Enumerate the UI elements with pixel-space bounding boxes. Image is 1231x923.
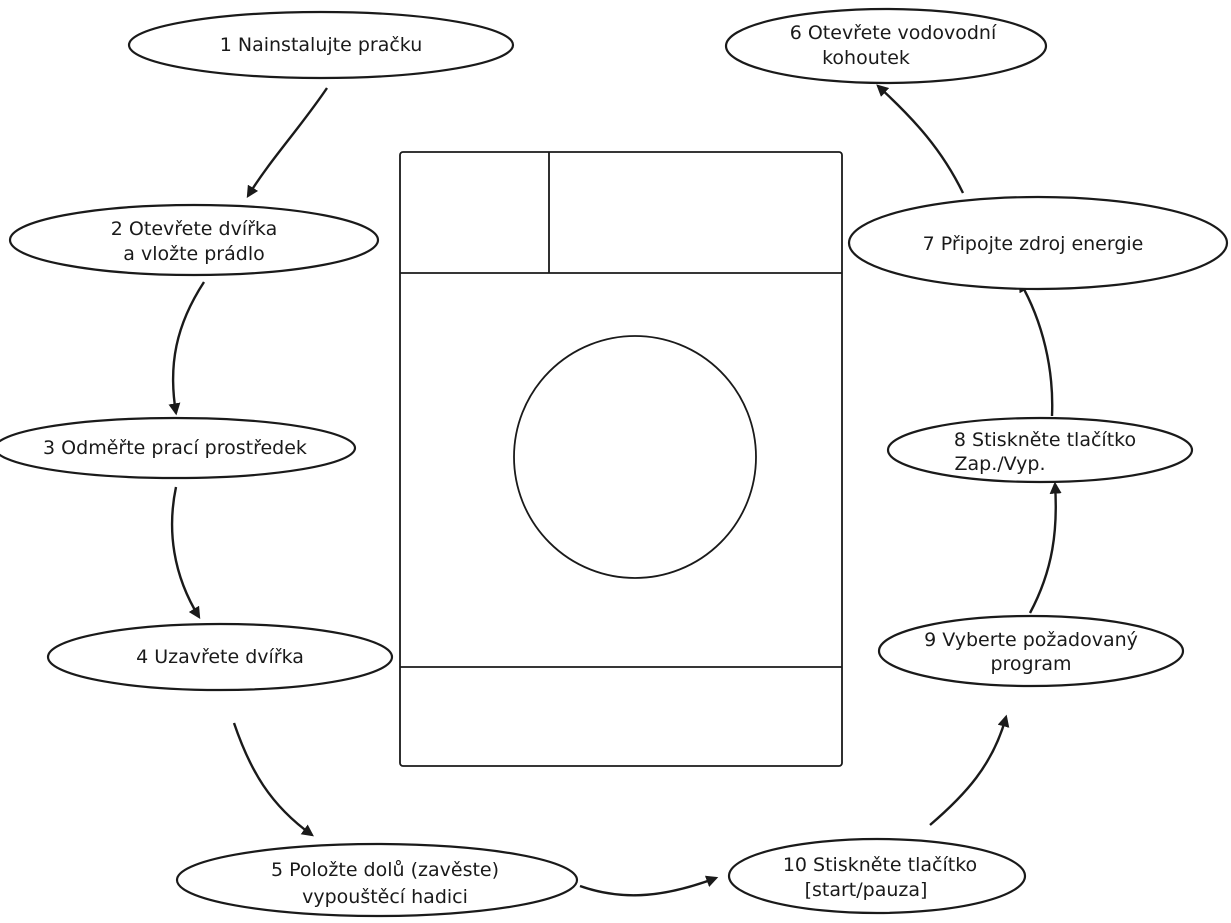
step-ellipse	[0, 416, 357, 480]
washing-machine-illustration	[399, 151, 843, 767]
arrow-step3-to-step4	[170, 486, 201, 620]
step-2-node: 2 Otevřete dvířka a vložte prádlo	[8, 203, 380, 277]
step-7-node: 7 Připojte zdroj energie	[847, 195, 1229, 291]
arrow-step5-to-step10	[579, 875, 719, 897]
step-label-line: program	[990, 653, 1071, 675]
step-label-line: 4 Uzavřete dvířka	[136, 646, 304, 668]
machine-door-circle	[513, 335, 757, 579]
step-ellipse	[847, 195, 1229, 291]
arrow-step9-to-step8	[1028, 481, 1062, 614]
step-label-line: [start/pauza]	[805, 879, 928, 901]
arrow-step10-to-step9	[929, 714, 1010, 826]
flow-arrows	[168, 84, 1062, 897]
arrow-step4-to-step5	[232, 722, 314, 837]
step-4-node: 4 Uzavřete dvířka	[46, 622, 394, 692]
step-8-node: 8 Stiskněte tlačítko Zap./Vyp.	[886, 416, 1194, 484]
step-ellipse	[727, 837, 1027, 915]
step-ellipse	[877, 614, 1185, 688]
arrow-step8-to-step7	[1018, 279, 1054, 417]
step-3-node: 3 Odměřte prací prostředek	[0, 416, 357, 480]
step-ellipse	[175, 842, 579, 918]
step-10-node: 10 Stiskněte tlačítko [start/pauza]	[727, 837, 1027, 915]
step-label-line: 9 Vyberte požadovaný	[924, 629, 1138, 651]
step-label-line: a vložte prádlo	[123, 243, 264, 265]
step-label-line: Zap./Vyp.	[955, 453, 1046, 475]
step-label-line: 10 Stiskněte tlačítko	[783, 854, 977, 876]
step-label-line: 7 Připojte zdroj energie	[923, 233, 1144, 255]
step-ellipse	[127, 10, 515, 80]
step-9-node: 9 Vyberte požadovaný program	[877, 614, 1185, 688]
step-label-line: 6 Otevřete vodovodní	[790, 22, 997, 44]
step-label-line: 1 Nainstalujte pračku	[220, 34, 423, 56]
arrow-step2-to-step3	[168, 281, 206, 416]
step-label-line: 8 Stiskněte tlačítko	[954, 429, 1136, 451]
step-label-line: 5 Položte dolů (zavěste)	[271, 859, 499, 881]
step-5-node: 5 Položte dolů (zavěste) vypouštěcí hadi…	[175, 842, 579, 918]
step-label-line: 3 Odměřte prací prostředek	[43, 437, 307, 459]
step-ellipse	[886, 416, 1194, 484]
arrow-step1-to-step2	[246, 87, 328, 199]
step-1-node: 1 Nainstalujte pračku	[127, 10, 515, 80]
machine-body	[399, 151, 843, 767]
step-ellipse	[724, 7, 1048, 85]
step-label-line: vypouštěcí hadici	[302, 886, 468, 908]
step-ellipse	[8, 203, 380, 277]
step-label-line: kohoutek	[822, 47, 910, 69]
step-ellipse	[46, 622, 394, 692]
step-label-line: 2 Otevřete dvířka	[111, 218, 277, 240]
step-6-node: 6 Otevřete vodovodní kohoutek	[724, 7, 1048, 85]
arrow-step7-to-step6	[876, 84, 965, 194]
